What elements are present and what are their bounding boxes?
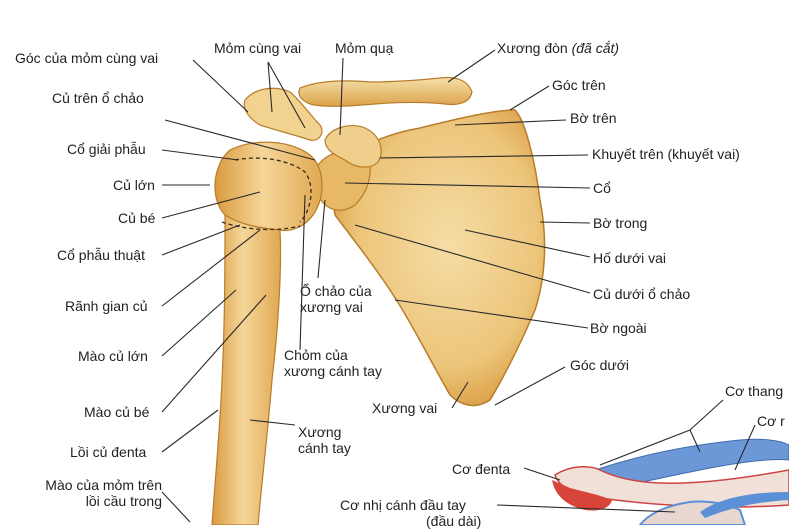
label-xuong-canh-tay-line1: Xương	[298, 424, 342, 440]
label-xuong-vai: Xương vai	[372, 400, 438, 416]
label-co-giai-phau: Cổ giải phẫu	[67, 141, 146, 157]
label-co-nhi: Cơ nhị cánh đầu tay (đầu dài)	[340, 497, 481, 529]
label-mao-mom-tren-line2: lồi cầu trong	[85, 493, 162, 509]
label-ho-duoi-vai: Hố dưới vai	[593, 250, 667, 266]
trapezius-muscle	[594, 438, 789, 491]
label-mao-cu-lon: Mào củ lớn	[78, 348, 148, 364]
label-co-phau-thuat: Cổ phẫu thuật	[57, 247, 145, 263]
label-cu-be: Củ bé	[118, 210, 156, 226]
acromion	[243, 87, 323, 141]
label-goc-duoi: Góc dưới	[570, 357, 630, 373]
label-o-chao-line2: xương vai	[300, 299, 363, 315]
label-mom-cung-vai: Mỏm cùng vai	[214, 40, 302, 56]
label-cu-duoi-o-chao: Củ dưới ổ chảo	[593, 286, 691, 302]
label-o-chao: Ổ chảo của xương vai	[300, 283, 372, 315]
label-xuong-don-text: Xương đòn	[497, 40, 568, 56]
label-ranh-gian-cu: Rãnh gian củ	[65, 298, 148, 314]
coracoid-process	[324, 125, 382, 168]
humerus-head	[214, 141, 323, 232]
label-co-thang: Cơ thang	[725, 383, 784, 399]
label-co-denta: Cơ đenta	[452, 461, 511, 477]
label-xuong-canh-tay-line2: cánh tay	[298, 440, 351, 456]
label-da-cat: (đã cắt)	[571, 40, 620, 56]
humerus-shaft	[211, 213, 282, 525]
label-chom-line2: xương cánh tay	[284, 363, 382, 379]
deltoid-red	[552, 480, 612, 511]
label-bo-trong: Bờ trong	[593, 215, 648, 231]
muscle-blue-band	[700, 492, 789, 518]
label-mom-qua: Mỏm quạ	[335, 40, 394, 56]
label-co-nhi-line1: Cơ nhị cánh đầu tay	[340, 497, 466, 513]
label-o-chao-line1: Ổ chảo của	[300, 283, 372, 299]
label-bo-ngoai: Bờ ngoài	[590, 320, 647, 336]
label-cu-lon: Củ lớn	[113, 177, 155, 193]
label-goc-mom-cung-vai: Góc của mỏm cùng vai	[15, 50, 159, 66]
label-chom-line1: Chỏm của	[284, 347, 348, 363]
label-mao-cu-be: Mào củ bé	[84, 404, 150, 420]
label-mao-mom-tren-line1: Mào của mỏm trên	[45, 477, 162, 493]
label-bo-tren: Bờ trên	[570, 110, 617, 126]
label-goc-tren: Góc trên	[552, 77, 606, 93]
label-mao-mom-tren: Mào của mỏm trên lồi cầu trong	[20, 477, 162, 509]
label-chom: Chỏm của xương cánh tay	[284, 347, 382, 379]
label-loi-cu-denta: Lồi củ đenta	[70, 444, 147, 460]
anatomical-neck-line	[234, 157, 312, 223]
label-co-nhi-line2: (đầu dài)	[426, 513, 482, 529]
label-co: Cổ	[593, 180, 611, 196]
label-co-r: Cơ r	[757, 413, 785, 429]
label-khuyet-tren: Khuyết trên (khuyết vai)	[592, 146, 740, 162]
label-xuong-don: Xương đòn (đã cắt)	[497, 40, 619, 56]
surgical-neck-line	[221, 221, 301, 231]
label-xuong-canh-tay: Xương cánh tay	[298, 424, 351, 456]
label-cu-tren-o-chao: Củ trên ổ chảo	[52, 90, 144, 106]
